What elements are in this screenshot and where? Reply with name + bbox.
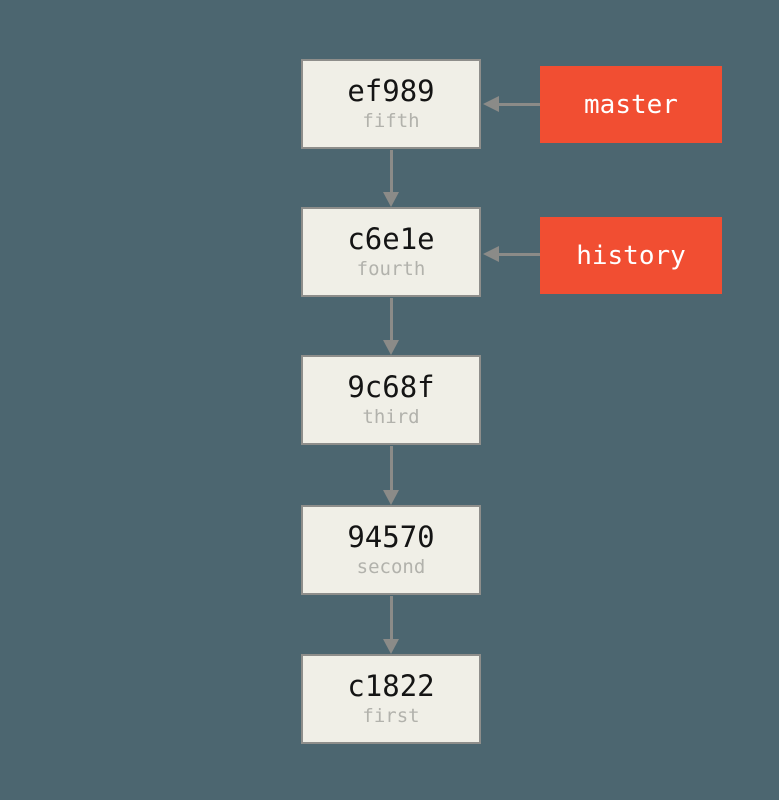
branch-label-history: history [540,217,722,294]
commit-message: third [362,406,420,428]
commit-message: first [362,705,420,727]
arrow-head-down-icon [383,192,399,207]
branch-name: master [584,89,678,120]
branch-label-master: master [540,66,722,143]
arrow-head-left-icon [483,246,499,262]
branch-name: history [576,240,686,271]
commit-hash: ef989 [347,74,435,109]
arrow-head-left-icon [483,96,499,112]
arrow-head-down-icon [383,490,399,505]
commit-hash: 94570 [347,520,435,555]
commit-node-ef989: ef989 fifth [301,59,481,149]
arrow-line [390,150,393,192]
commit-hash: c1822 [347,669,435,704]
arrow-line [498,253,540,256]
commit-node-9c68f: 9c68f third [301,355,481,445]
commit-node-94570: 94570 second [301,505,481,595]
arrow-head-down-icon [383,639,399,654]
arrow-line [390,596,393,639]
commit-message: fourth [356,258,426,280]
commit-message: second [356,556,426,578]
commit-hash: 9c68f [347,370,435,405]
commit-message: fifth [362,110,420,132]
arrow-line [498,103,540,106]
commit-node-c6e1e: c6e1e fourth [301,207,481,297]
arrow-line [390,298,393,340]
arrow-line [390,446,393,490]
commit-node-c1822: c1822 first [301,654,481,744]
commit-hash: c6e1e [347,222,435,257]
arrow-head-down-icon [383,340,399,355]
